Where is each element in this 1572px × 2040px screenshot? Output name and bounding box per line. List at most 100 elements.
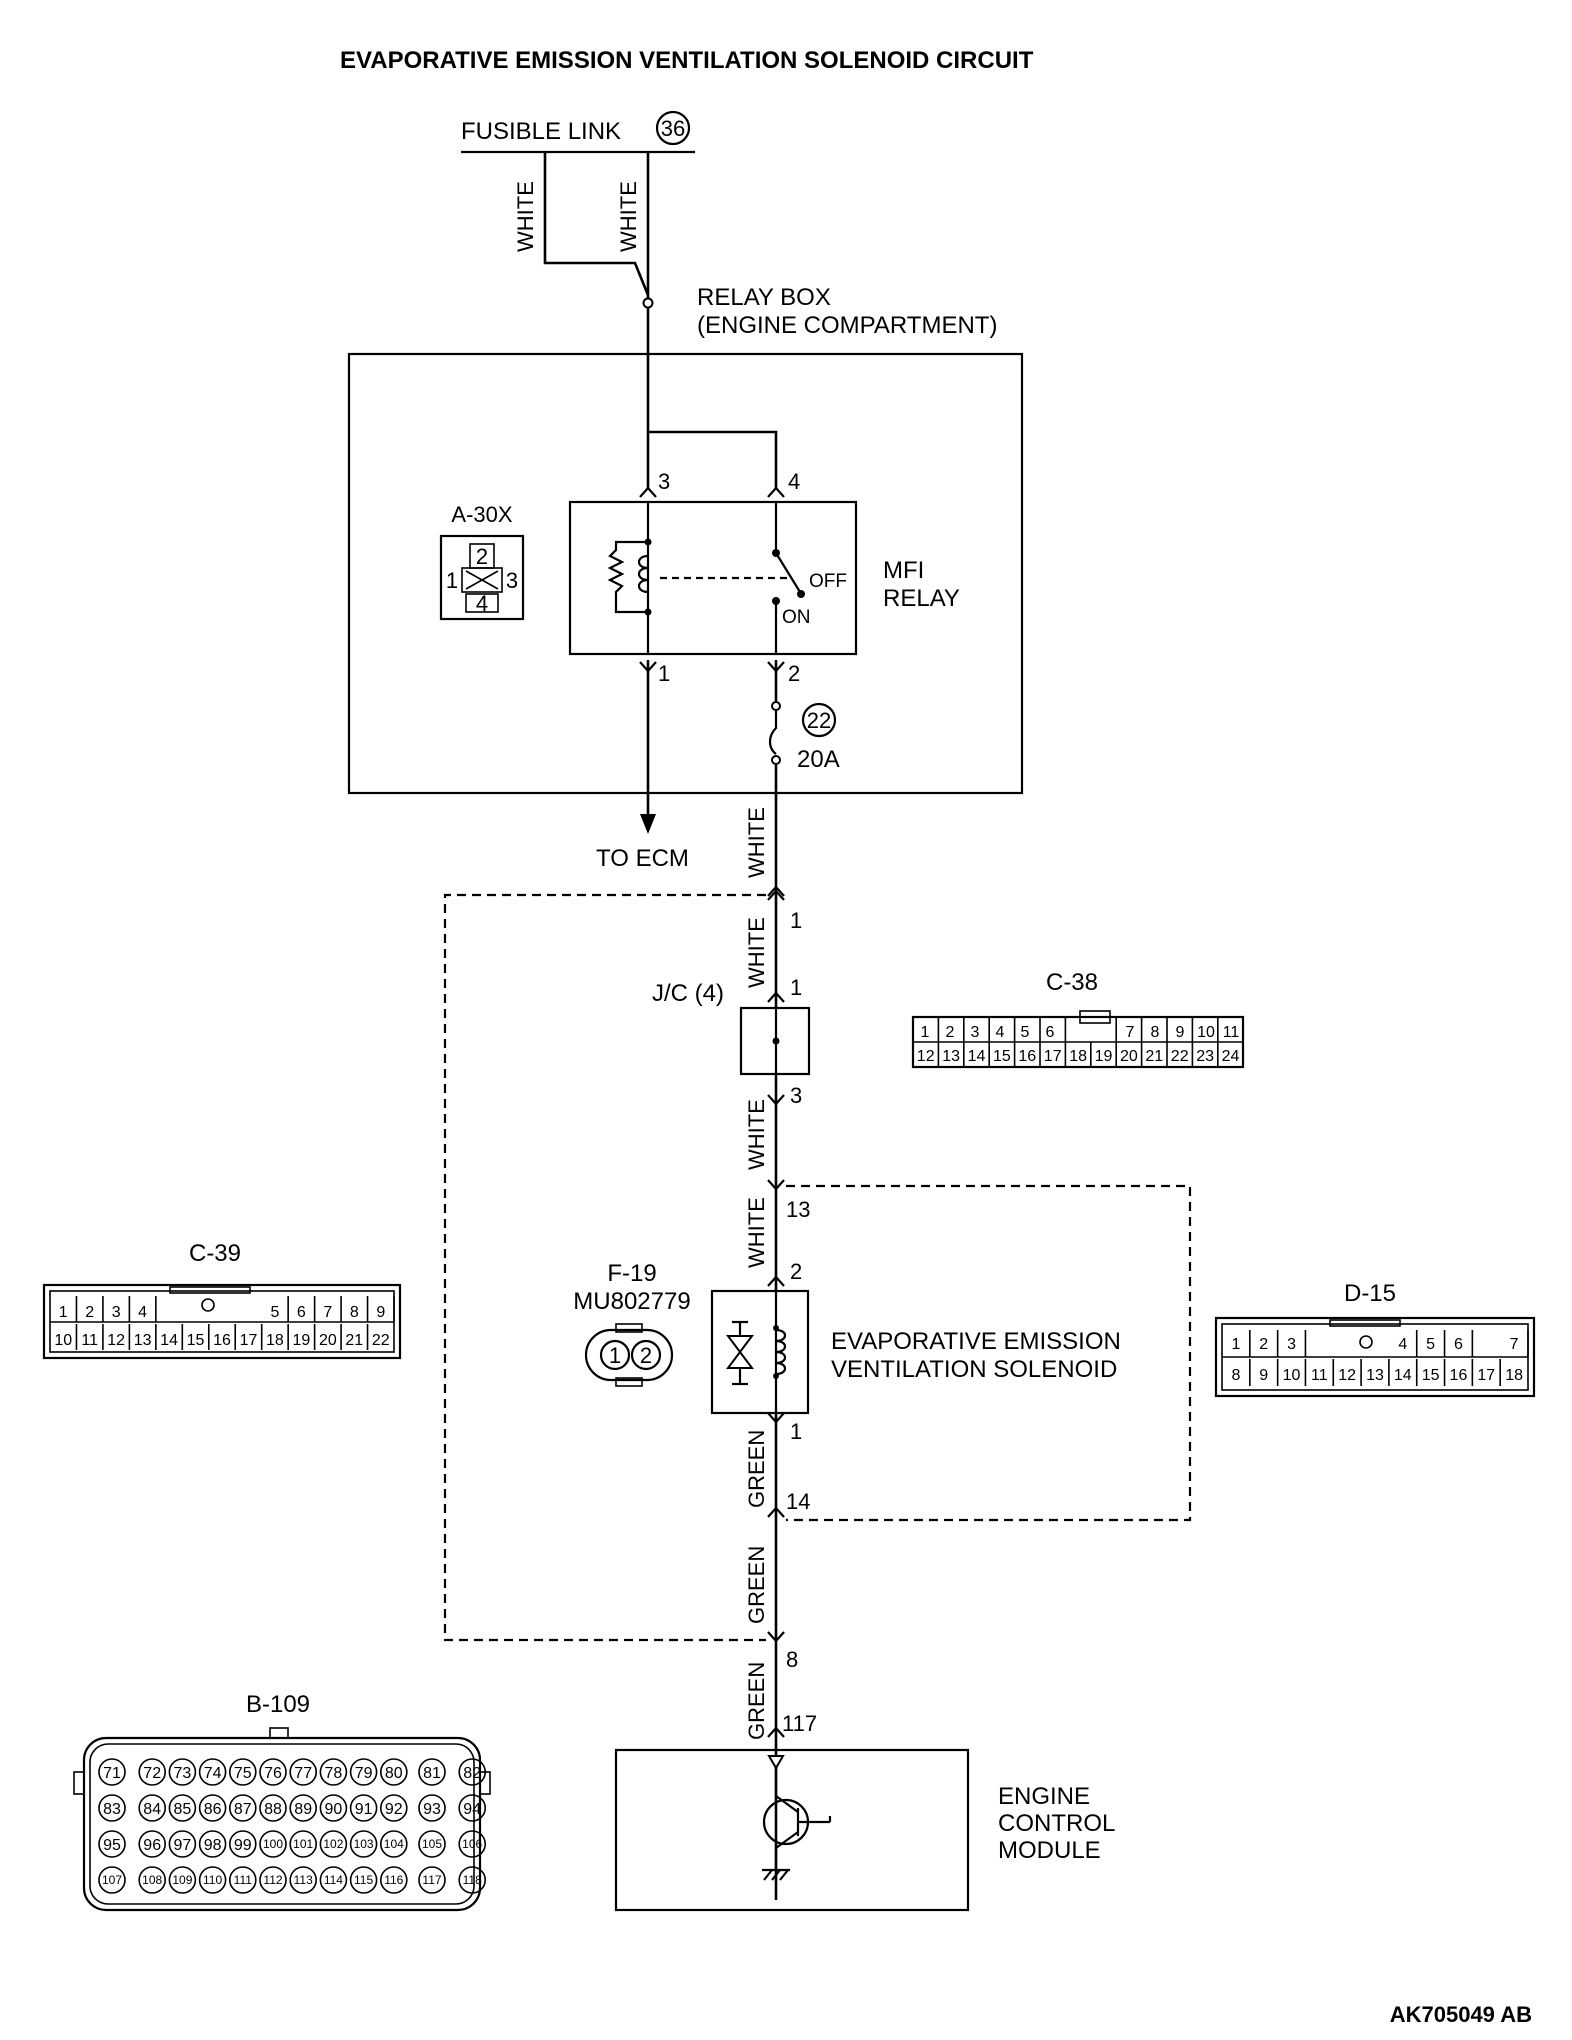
relay-pin-3: 3 [658,469,670,494]
b109-top-key [269,1727,289,1739]
b109-pin-circle [319,1794,348,1822]
b109-pin: 73 [174,1765,192,1782]
c38-pin: 22 [1171,1048,1189,1065]
d15-pin: 14 [1394,1367,1412,1384]
relay-coil-icon [637,554,649,594]
c38-pin-1: 1 [921,1024,930,1041]
b109-pin: 107 [102,1873,122,1887]
b109-pin-circle [458,1794,487,1822]
c38-pin-9: 9 [1176,1024,1185,1041]
b109-pin-circle [229,1866,257,1894]
relay-pin-1: 1 [658,661,670,686]
relay-pin-4: 4 [788,469,800,494]
c39-pin: 20 [319,1332,337,1349]
b109-pin-circle [289,1794,318,1822]
relay-off-label: OFF [809,571,847,592]
c39-outline [42,1283,402,1360]
relay-switch-arm [775,552,801,593]
chevron-pin-117 [767,1726,785,1738]
d15-pin: 15 [1422,1367,1440,1384]
c39-pin: 18 [266,1332,284,1349]
relay-switch-pivot [797,590,805,598]
wire-label-green-3: GREEN [744,1662,769,1740]
d15-pin: 12 [1338,1367,1356,1384]
ecm-label-1: ENGINE [998,1783,1090,1810]
d15-pin: 1 [1231,1336,1240,1353]
b109-pin-circle [168,1794,197,1822]
c39-pin: 21 [345,1332,363,1349]
c38-pin-7: 7 [1126,1024,1135,1041]
ecm-body [614,1748,970,1912]
c38-pin: 20 [1120,1048,1138,1065]
splice-point [642,297,654,309]
f19-tab-top [615,1323,643,1333]
b109-pin-circle [259,1758,287,1786]
chevron-jc-in [767,991,785,1003]
b109-pin-circle [458,1866,487,1894]
b109-pin-circle [289,1830,318,1858]
wire-white-left [543,152,650,296]
b109-pin-circle [168,1758,197,1786]
fuse-rating: 20A [797,746,840,773]
b109-pin-circle [138,1830,166,1858]
wire-label-white-5: WHITE [744,1099,769,1170]
c39-pin: 22 [372,1332,390,1349]
fuse-number: 22 [807,708,831,733]
f19-shell [584,1328,674,1382]
ecm [614,1748,970,1912]
solenoid-pin-2: 2 [790,1259,802,1284]
a30x-pin-2: 2 [476,544,488,569]
feed-wires: WHITE WHITE [513,152,654,309]
b109-pin: 72 [143,1765,161,1782]
b109-pin: 102 [323,1837,343,1851]
b109-pin: 100 [263,1837,283,1851]
b109-pin-circle [168,1830,197,1858]
solenoid-label-2: VENTILATION SOLENOID [831,1356,1117,1383]
d15-pin: 8 [1231,1367,1240,1384]
chevron-pin-13 [767,1179,785,1191]
b109-pin: 106 [462,1837,482,1851]
a30x-pin-body [461,567,503,593]
b109-pin: 93 [423,1801,441,1818]
chevron-pin-8 [767,1631,785,1643]
c39-key [169,1286,251,1294]
solenoid [710,1289,810,1415]
harness-outline-right [786,1184,1192,1522]
relay-contact-on [772,597,780,605]
c39-pin: 6 [297,1304,306,1321]
b109-pin: 77 [294,1765,312,1782]
b109-pin: 90 [325,1801,343,1818]
wire-label-white-6: WHITE [744,1197,769,1268]
b109-pin: 103 [354,1837,374,1851]
relay-box-label-1: RELAY BOX [697,284,831,311]
c38-pin: 21 [1145,1048,1163,1065]
b109-pin-circle [379,1758,408,1786]
c39-pin: 12 [107,1332,125,1349]
c39-pin: 15 [187,1332,205,1349]
b109-pin: 81 [423,1765,441,1782]
b109-pin-circle [319,1830,348,1858]
b109-pin-circle [319,1758,348,1786]
mfi-relay: OFF ON [568,500,858,656]
d15-outline [1214,1316,1536,1398]
b109-pin: 85 [174,1801,192,1818]
b109-pin: 83 [103,1801,121,1818]
solenoid-node-bottom [773,1373,779,1379]
b109-pin: 82 [463,1765,481,1782]
b109-pin-circle [229,1794,257,1822]
a30x-pin-4: 4 [476,591,488,616]
d15-pin: 16 [1450,1367,1468,1384]
f19-pin-2-circle [630,1339,662,1371]
chevron-pin-3-top [639,486,657,498]
fusible-link-label: FUSIBLE LINK [461,118,621,145]
connector-a30x-name: A-30X [451,502,512,527]
chevron-solenoid-top [767,1275,785,1287]
b109-pin-circle [418,1794,446,1822]
b109-pin: 111 [234,1873,253,1887]
b109-pin: 91 [355,1801,373,1818]
b109-pin-circle [98,1866,126,1894]
a30x-pin-3: 3 [506,568,518,593]
